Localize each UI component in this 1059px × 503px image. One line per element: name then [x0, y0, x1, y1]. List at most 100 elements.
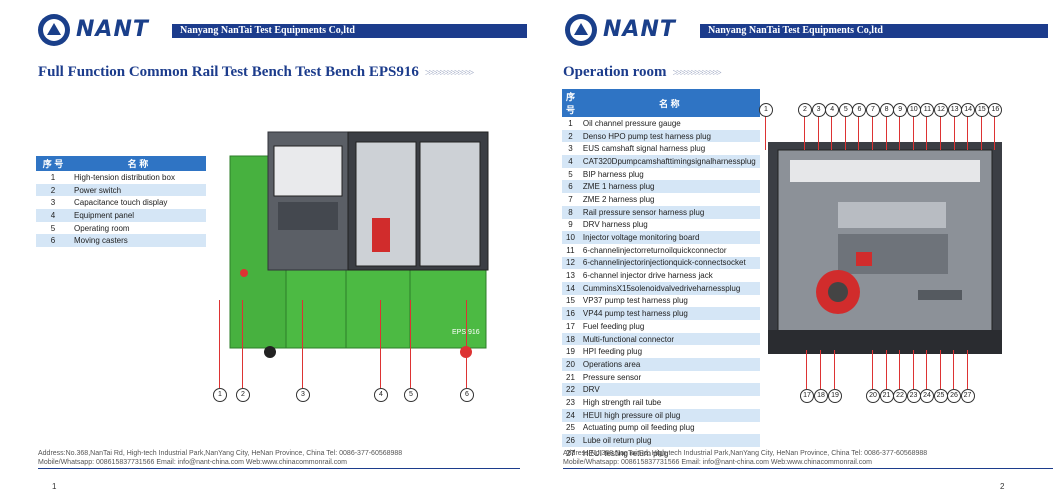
row-number: 12	[562, 256, 579, 270]
row-name: ZME 2 harness plug	[578, 193, 760, 206]
row-number: 3	[36, 196, 70, 210]
column-header-name: 名 称	[578, 89, 760, 117]
address-line: Address:No.368,NanTai Rd, High-tech Indu…	[563, 450, 928, 457]
callout-leader	[466, 300, 467, 388]
callout-leader	[804, 116, 805, 150]
row-name: Oil channel pressure gauge	[578, 117, 760, 130]
row-number: 6	[36, 234, 70, 248]
row-name: CumminsX15solenoidvalvedriveharnessplug	[578, 281, 760, 295]
callout-leader	[410, 300, 411, 388]
footer-rule	[563, 468, 1053, 469]
row-number: 14	[562, 281, 579, 295]
callout-leader	[899, 350, 900, 389]
callout-leader	[806, 350, 807, 389]
row-number: 24	[562, 408, 579, 422]
row-number: 2	[562, 129, 579, 143]
callout-leader	[858, 116, 860, 150]
callout-marker: 19	[828, 389, 842, 403]
address-line: Address:No.368,NanTai Rd, High-tech Indu…	[38, 450, 403, 457]
chevron-decoration-icon: >>>>>>>>>>>>>	[672, 68, 721, 79]
row-number: 17	[562, 320, 579, 333]
row-number: 16	[562, 307, 579, 320]
row-number: 15	[562, 294, 579, 308]
callout-marker: 6	[852, 103, 867, 117]
row-number: 21	[562, 370, 579, 384]
callout-marker: 5	[838, 103, 853, 117]
callout-leader	[242, 300, 243, 388]
callout-leader	[953, 116, 955, 150]
callout-leader	[872, 116, 873, 150]
row-number: 1	[562, 117, 579, 130]
row-number: 5	[562, 167, 579, 181]
chevron-decoration-icon: >>>>>>>>>>>>>	[424, 68, 474, 79]
callout-leader	[817, 116, 819, 150]
row-number: 23	[562, 396, 579, 409]
callout-leader	[302, 300, 303, 388]
row-number: 26	[562, 434, 579, 447]
callout-marker: 17	[800, 389, 814, 403]
address-block: Address:No.368,NanTai Rd, High-tech Indu…	[38, 449, 402, 467]
row-number: 11	[562, 243, 579, 257]
callout-leader	[899, 116, 901, 150]
callout-leader	[872, 350, 873, 389]
callout-leader	[834, 350, 835, 389]
model-label: EPS 916	[452, 329, 480, 336]
row-number: 1	[36, 171, 70, 184]
callout-marker: 10	[906, 103, 921, 117]
row-name: Injector voltage monitoring board	[578, 231, 760, 244]
callout-marker: 7	[866, 103, 880, 117]
column-header-name: 名 称	[70, 156, 206, 171]
callout-marker: 24	[920, 389, 934, 403]
callout-leader	[912, 350, 914, 389]
callout-marker: 2	[236, 388, 250, 402]
row-name: ZME 1 harness plug	[578, 180, 760, 194]
row-number: 20	[562, 358, 579, 371]
logo-text: NANT	[603, 17, 676, 42]
callout-marker: 18	[814, 389, 828, 403]
callout-leader	[966, 350, 968, 389]
callout-leader	[885, 350, 887, 389]
callout-leader	[926, 350, 927, 389]
callout-marker: 14	[961, 103, 976, 117]
row-number: 4	[36, 209, 70, 222]
callout-marker: 1	[759, 103, 773, 117]
row-name: Equipment panel	[70, 209, 206, 222]
company-logo: NANT	[38, 14, 168, 50]
row-number: 18	[562, 332, 579, 346]
callout-marker: 9	[893, 103, 908, 117]
callout-marker: 12	[934, 103, 948, 117]
row-name: Lube oil return plug	[578, 434, 760, 447]
callout-marker: 13	[947, 103, 962, 117]
row-name: Multi-functional connector	[578, 332, 760, 346]
row-name: Operations area	[578, 358, 760, 371]
page-title: Operation room>>>>>>>>>>>>>	[563, 64, 722, 80]
row-name: Power switch	[70, 183, 206, 197]
callout-leader	[831, 116, 833, 150]
callout-marker: 16	[988, 103, 1003, 117]
page-number: 1	[52, 482, 57, 491]
callout-marker: 5	[404, 388, 418, 402]
callout-marker: 26	[947, 389, 961, 403]
operation-room-image	[768, 142, 1002, 354]
callout-marker: 4	[825, 103, 840, 117]
row-name: 6-channel injector drive harness jack	[578, 269, 760, 282]
